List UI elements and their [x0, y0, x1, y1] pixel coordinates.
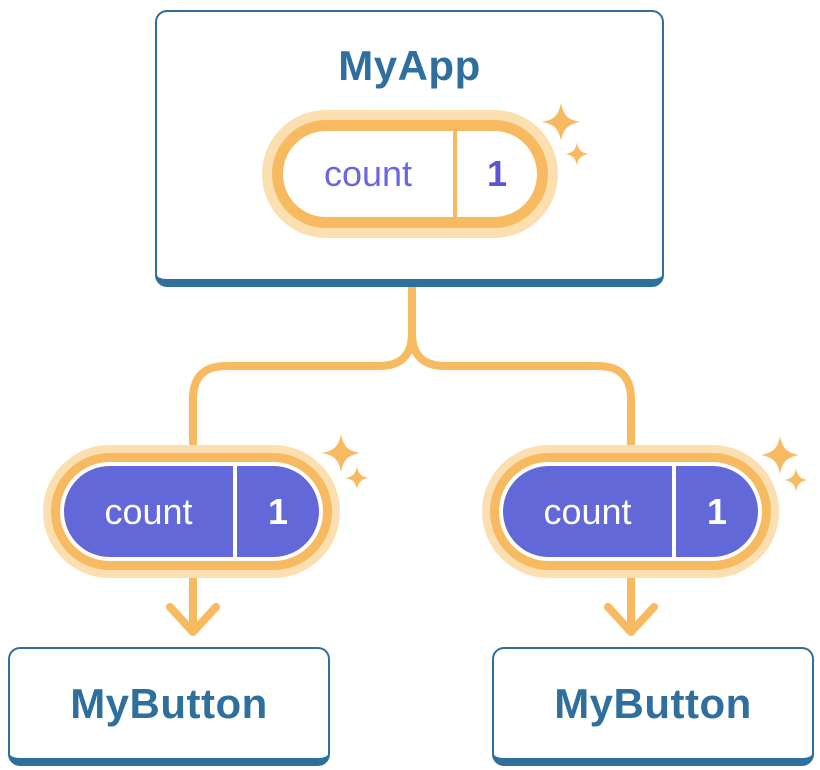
component-card-mybutton-right: MyButton [492, 647, 814, 766]
pill-divider [233, 466, 237, 557]
state-pill-ring: count 1 [490, 453, 771, 570]
state-capsule: count 1 [503, 466, 758, 557]
state-pill-root: count 1 [262, 110, 558, 238]
state-name-label: count [323, 153, 413, 194]
state-value-label: 1 [267, 490, 289, 532]
pill-divider [672, 466, 676, 557]
state-pill-ring: count 1 [51, 453, 332, 570]
pill-divider [453, 131, 457, 217]
component-title: MyApp [338, 42, 481, 89]
state-capsule: count 1 [64, 466, 319, 557]
state-pill-left-child: count 1 [43, 445, 340, 578]
state-pill-right-child: count 1 [482, 445, 779, 578]
state-value-label: 1 [706, 490, 728, 532]
arrow-down-icon-right [604, 603, 658, 636]
state-name-label: count [543, 490, 632, 532]
component-title: MyButton [70, 679, 268, 727]
state-name-label: count [104, 490, 193, 532]
branch-line-right [408, 278, 635, 630]
state-value-label: 1 [486, 153, 508, 194]
arrow-down-icon-left [166, 603, 220, 636]
component-title: MyButton [554, 679, 752, 727]
component-card-mybutton-left: MyButton [8, 647, 330, 766]
state-pill-ring: count 1 [272, 120, 548, 228]
